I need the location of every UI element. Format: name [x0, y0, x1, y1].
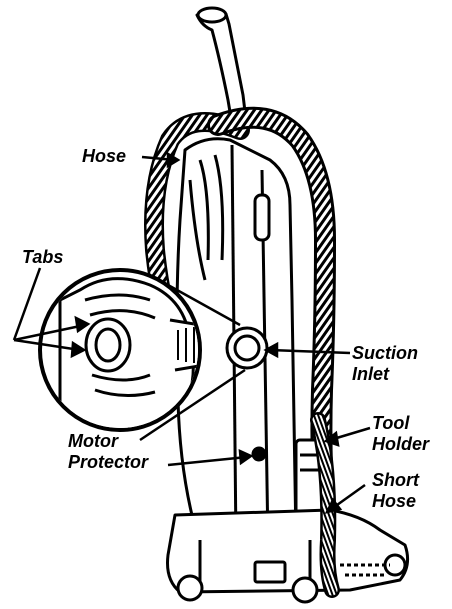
vacuum-base	[168, 510, 408, 602]
tool-holder-label: Tool Holder	[372, 413, 429, 455]
handle	[197, 8, 246, 124]
hose-label: Hose	[82, 146, 126, 167]
suction-inlet-port	[227, 328, 267, 368]
short-hose-label: Short Hose	[372, 470, 419, 512]
motor-protector-label: Motor Protector	[68, 431, 148, 473]
suction-inlet-label: Suction Inlet	[352, 343, 418, 385]
tabs-label: Tabs	[22, 247, 63, 268]
